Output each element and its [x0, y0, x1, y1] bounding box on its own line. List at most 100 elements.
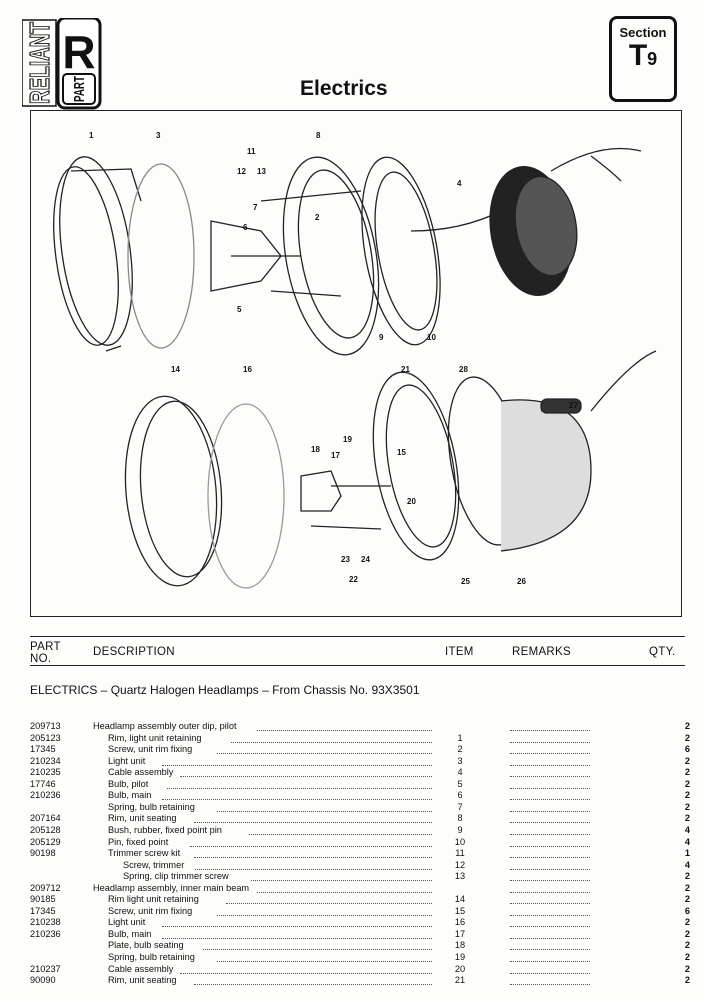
callout-24: 24 [361, 555, 370, 564]
quantity: 1 [684, 848, 690, 859]
part-number: 205123 [30, 732, 61, 743]
quantity: 4 [684, 859, 690, 870]
dot-leader [162, 929, 432, 939]
item-number: 5 [457, 778, 463, 789]
callout-12: 12 [237, 167, 246, 176]
item-number: 7 [457, 801, 463, 812]
remarks-placeholder [510, 802, 590, 812]
part-description: Bulb, main [108, 790, 152, 801]
callout-21: 21 [401, 365, 410, 374]
remarks-placeholder [510, 894, 590, 905]
callout-19: 19 [343, 435, 352, 444]
inner-headlamp-assembly-drawing [124, 350, 657, 589]
dot-leader [217, 906, 432, 916]
item-number: 12 [454, 859, 466, 870]
part-number: 17746 [30, 778, 56, 789]
part-number: 205129 [30, 836, 61, 847]
part-description: Cable assembly [108, 767, 174, 778]
callout-15: 15 [397, 448, 406, 457]
quantity: 2 [684, 755, 690, 766]
item-number: 17 [454, 928, 466, 939]
part-description: Spring, clip trimmer screw [123, 871, 229, 882]
part-number: 210237 [30, 963, 61, 974]
exploded-headlamp-diagram: 1 3 8 11 12 13 7 6 2 5 4 9 10 14 16 21 2… [30, 110, 682, 617]
callout-23: 23 [341, 555, 350, 564]
callout-26: 26 [517, 577, 526, 586]
quantity: 6 [684, 905, 690, 916]
section-label: Section [619, 25, 667, 40]
callout-17: 17 [331, 451, 340, 460]
quantity: 2 [684, 790, 690, 801]
remarks-placeholder [510, 767, 590, 778]
item-number: 2 [457, 744, 463, 755]
callout-27: 27 [569, 401, 578, 410]
part-number: 205128 [30, 824, 61, 835]
dot-leader [189, 837, 432, 847]
item-number: 15 [454, 905, 466, 916]
part-description: Screw, unit rim fixing [108, 905, 193, 916]
quantity: 2 [684, 767, 690, 778]
item-number: 11 [455, 848, 465, 859]
dot-leader [162, 917, 432, 928]
header-bottom-rule [30, 665, 685, 666]
part-description: Pin, fixed point [108, 836, 169, 847]
outer-headlamp-assembly-drawing [53, 147, 642, 356]
remarks-placeholder [510, 906, 590, 916]
part-number: 210236 [30, 790, 61, 801]
callout-20: 20 [407, 497, 416, 506]
remarks-placeholder [510, 744, 590, 755]
remarks-placeholder [510, 825, 590, 835]
part-description: Rim, light unit retaining [108, 732, 202, 743]
part-description: Light unit [108, 755, 146, 766]
quantity: 2 [684, 928, 690, 939]
callout-9: 9 [379, 333, 384, 342]
part-number: 90090 [30, 975, 56, 986]
dot-leader [257, 883, 432, 893]
callout-22: 22 [349, 575, 358, 584]
dot-leader [194, 813, 432, 824]
dot-leader [203, 940, 432, 951]
column-qty: QTY. [649, 646, 676, 658]
part-number: 209712 [30, 882, 61, 893]
dot-leader [257, 721, 432, 731]
part-number: 209713 [30, 721, 61, 731]
dot-leader [217, 802, 432, 812]
remarks-placeholder [510, 952, 590, 962]
remarks-placeholder [510, 756, 590, 766]
part-number: 17345 [30, 744, 56, 755]
part-description: Cable assembly [108, 963, 174, 974]
quantity: 2 [684, 952, 690, 962]
dot-leader [195, 860, 432, 870]
item-number: 14 [454, 894, 466, 905]
svg-text:R: R [62, 26, 95, 78]
item-number: 4 [457, 767, 463, 778]
dot-leader [226, 894, 432, 905]
section-number: 9 [647, 49, 658, 69]
item-number: 3 [457, 755, 463, 766]
remarks-placeholder [510, 883, 590, 893]
page-title: Electrics [300, 77, 388, 100]
column-part-no: PART NO. [30, 641, 61, 665]
remarks-placeholder [510, 860, 590, 870]
dot-leader [162, 790, 432, 801]
remarks-placeholder [510, 790, 590, 801]
quantity: 2 [684, 871, 690, 882]
item-number: 1 [457, 732, 463, 743]
callout-10: 10 [427, 333, 436, 342]
item-number: 19 [454, 952, 466, 962]
section-letter: T [628, 39, 648, 72]
quantity: 2 [684, 732, 690, 743]
reliant-part-logo: RELIANT R PART [21, 16, 102, 110]
callout-2: 2 [315, 213, 320, 222]
remarks-placeholder [510, 848, 590, 859]
dot-leader [166, 779, 432, 789]
part-description: Bulb, pilot [108, 778, 149, 789]
